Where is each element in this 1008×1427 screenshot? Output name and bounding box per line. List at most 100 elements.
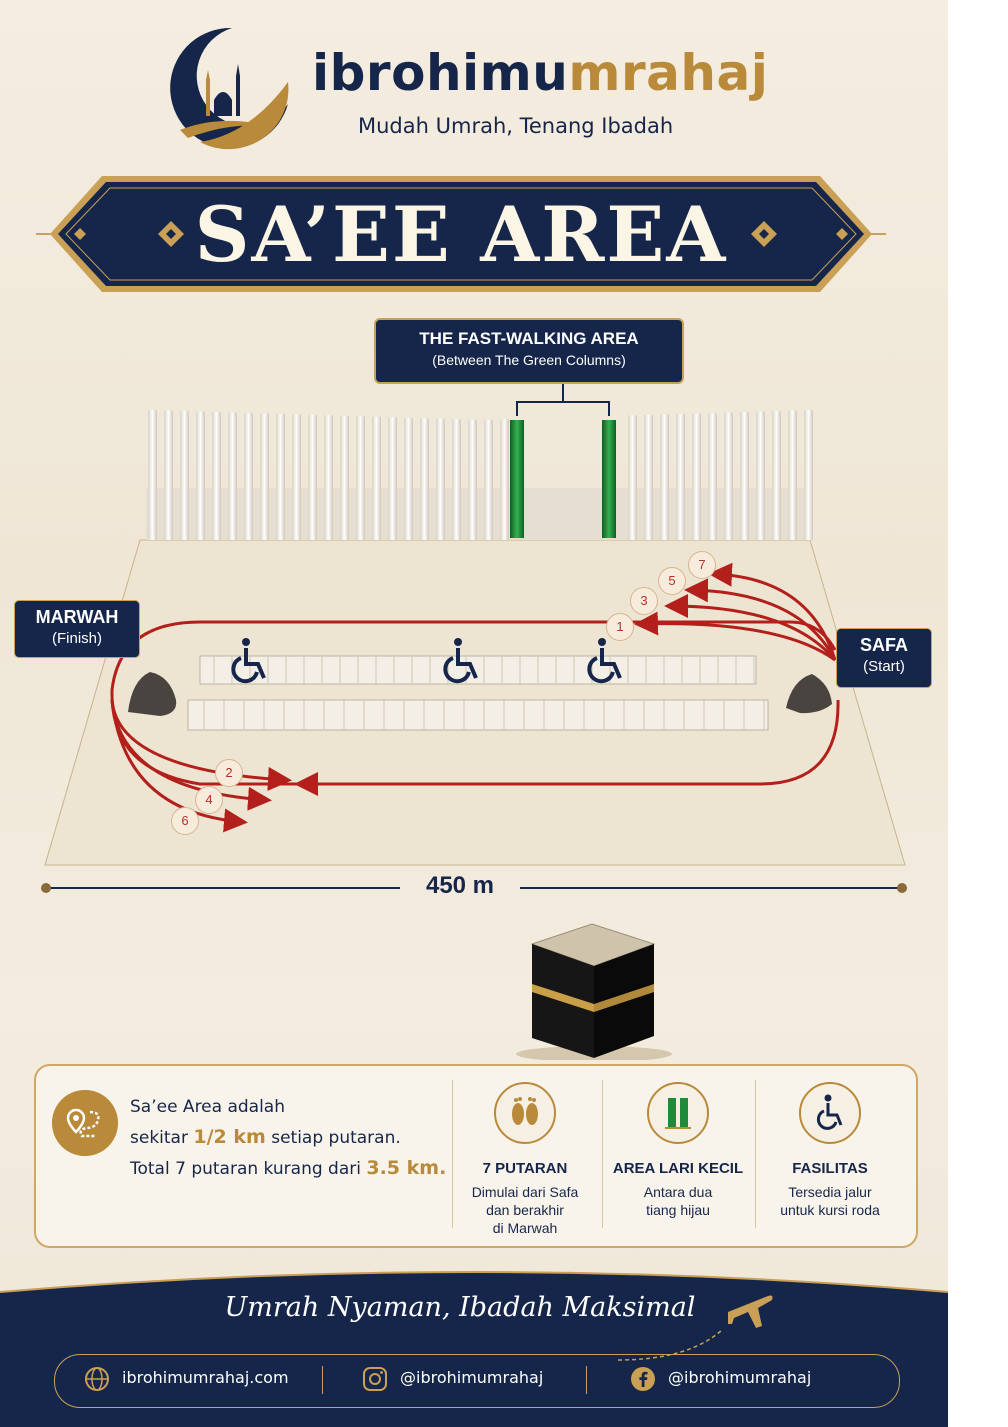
fast-walking-callout: THE FAST-WALKING AREA (Between The Green… <box>374 318 684 384</box>
safa-name: SAFA <box>859 635 908 655</box>
feature-desc-line: Dimulai dari Safa <box>471 1184 579 1200</box>
footer-slogan: Umrah Nyaman, Ibadah Maksimal <box>224 1292 696 1323</box>
info-divider-1 <box>452 1080 453 1228</box>
callout-subtitle: (Between The Green Columns) <box>432 352 626 368</box>
feature-seven-laps: 7 PUTARAN Dimulai dari Safa dan berakhir… <box>450 1082 600 1237</box>
feature-desc: Antara dua tiang hijau <box>603 1183 753 1219</box>
safa-tag: SAFA (Start) <box>836 628 932 688</box>
website-link[interactable]: ibrohimumrahaj.com <box>122 1368 289 1387</box>
wheelchair-path-icon-2 <box>443 638 478 684</box>
marwah-tag: MARWAH (Finish) <box>14 600 140 658</box>
globe-icon <box>85 1367 109 1391</box>
title-banner <box>36 176 886 292</box>
brand-name-part2: mrahaj <box>568 44 769 102</box>
callout-title: THE FAST-WALKING AREA <box>419 329 639 348</box>
social-bar <box>54 1354 900 1408</box>
social-divider-1 <box>322 1366 323 1394</box>
bench-front <box>187 699 769 731</box>
marble-column <box>788 410 797 540</box>
marble-column <box>164 410 173 540</box>
poster: ibrohimumrahaj Mudah Umrah, Tenang Ibada… <box>0 0 948 1427</box>
distance-line <box>41 883 907 893</box>
safa-lap-arrow-5 <box>684 578 837 661</box>
kaaba-illustration <box>516 923 672 1060</box>
marble-column <box>660 414 669 540</box>
green-column-right <box>602 420 616 538</box>
marble-column <box>628 415 637 540</box>
callout-bracket <box>516 380 610 416</box>
green-column-left <box>510 420 524 538</box>
marble-column <box>692 413 701 540</box>
marble-column <box>260 413 269 540</box>
marble-column <box>772 411 781 540</box>
page-title: SA’EE AREA <box>194 189 728 279</box>
instagram-link[interactable]: @ibrohimumrahaj <box>400 1368 544 1387</box>
facebook-link[interactable]: @ibrohimumrahaj <box>668 1368 812 1387</box>
marble-column <box>180 410 189 540</box>
route-pin-icon <box>52 1090 118 1156</box>
info-half-km: 1/2 km <box>193 1126 266 1148</box>
lap-marker-5: 5 <box>658 567 686 595</box>
info-line-2-post: setiap putaran. <box>265 1128 401 1148</box>
wheelchair-path-icon-1 <box>231 638 266 684</box>
marble-column <box>212 411 221 540</box>
info-box <box>34 1064 918 1248</box>
marble-column <box>804 410 813 540</box>
wheelchair-icon <box>799 1082 861 1144</box>
feature-title: FASILITAS <box>792 1160 868 1177</box>
marwah-rock <box>128 672 177 716</box>
feature-desc-line: untuk kursi roda <box>780 1202 880 1218</box>
feature-desc-line: di Marwah <box>492 1220 558 1236</box>
marble-column <box>500 419 509 540</box>
feature-desc-line: Antara dua <box>643 1184 713 1200</box>
feature-facilities: FASILITAS Tersedia jalur untuk kursi rod… <box>755 1082 905 1219</box>
feature-desc-line: tiang hijau <box>646 1202 710 1218</box>
lap-marker-3: 3 <box>630 587 658 615</box>
marble-column <box>340 415 349 540</box>
feature-desc: Dimulai dari Safa dan berakhir di Marwah <box>450 1183 600 1237</box>
lap-marker-6: 6 <box>171 807 199 835</box>
lap-marker-7: 7 <box>688 551 716 579</box>
marble-column <box>644 414 653 540</box>
marble-column <box>404 417 413 540</box>
info-divider-2 <box>602 1080 603 1228</box>
marble-column <box>324 415 333 540</box>
marwah-lap-arrow-6 <box>110 699 248 833</box>
lap-marker-2: 2 <box>215 759 243 787</box>
facebook-icon <box>631 1367 655 1391</box>
info-text: Sa’ee Area adalah sekitar 1/2 km setiap … <box>130 1092 446 1184</box>
info-divider-3 <box>755 1080 756 1228</box>
instagram-icon <box>363 1367 387 1391</box>
info-total-km: 3.5 km. <box>366 1157 447 1179</box>
feature-desc-line: dan berakhir <box>486 1202 564 1218</box>
lap-marker-4: 4 <box>195 786 223 814</box>
marble-column <box>292 414 301 540</box>
brand-tagline: Mudah Umrah, Tenang Ibadah <box>358 114 674 138</box>
feature-title: 7 PUTARAN <box>482 1160 568 1177</box>
saee-scene <box>41 380 907 1060</box>
marble-column <box>228 412 237 540</box>
marble-column <box>756 411 765 540</box>
feature-title: AREA LARI KECIL <box>612 1160 744 1177</box>
marble-column <box>148 410 157 540</box>
marble-column <box>484 419 493 540</box>
marble-column <box>436 418 445 540</box>
mosque-logo-icon <box>170 27 289 150</box>
marble-column <box>308 414 317 540</box>
feature-desc-line: Tersedia jalur <box>788 1184 872 1200</box>
marble-column <box>276 413 285 540</box>
safa-rock <box>786 674 832 714</box>
brand-name-part1: ibrohimu <box>312 44 569 102</box>
marble-column <box>388 417 397 540</box>
info-line-3: Total 7 putaran kurang dari 3.5 km. <box>130 1153 446 1184</box>
safa-lap-arrow-1 <box>634 611 836 662</box>
marble-column <box>196 411 205 540</box>
feature-desc: Tersedia jalur untuk kursi roda <box>755 1183 905 1219</box>
marble-column <box>356 416 365 540</box>
columns <box>148 410 813 540</box>
marble-column <box>420 418 429 540</box>
marble-column <box>452 419 461 540</box>
feature-fast-walk-area: AREA LARI KECIL Antara dua tiang hijau <box>603 1082 753 1219</box>
marwah-role: (Finish) <box>51 630 102 647</box>
marble-column <box>244 412 253 540</box>
